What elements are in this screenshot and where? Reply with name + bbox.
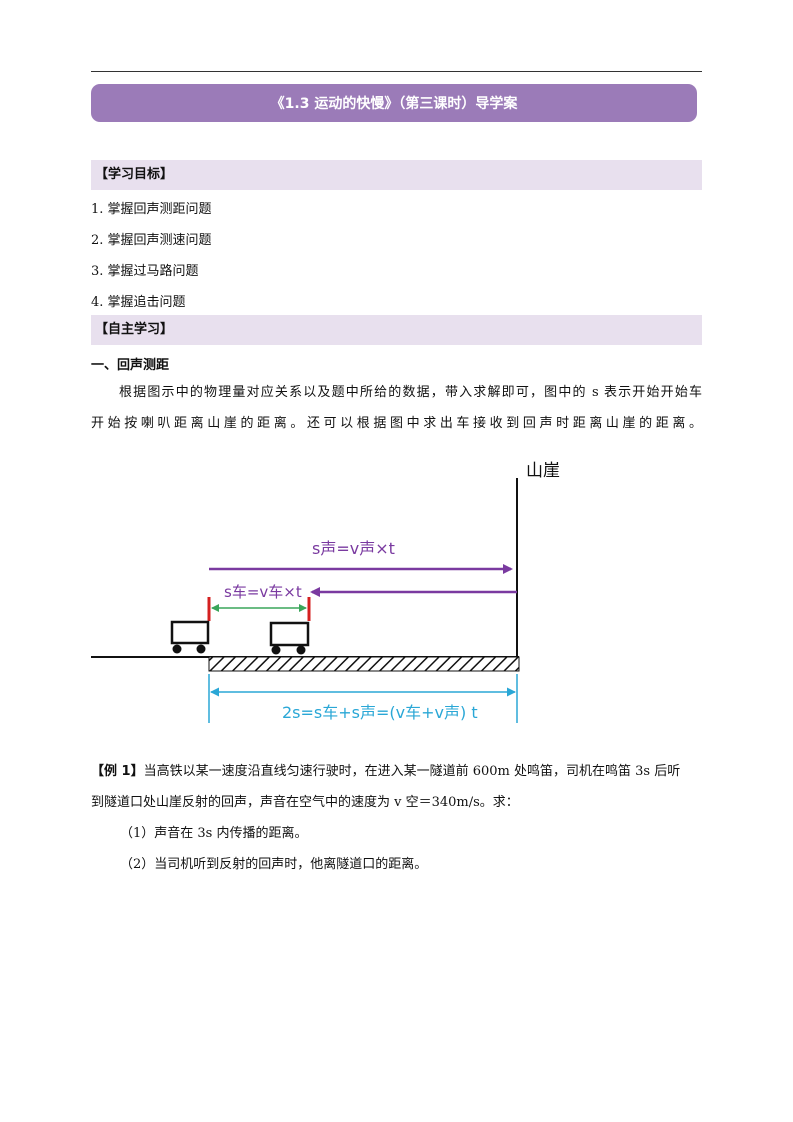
header-rule [91, 71, 702, 72]
objective-item: 4. 掌握追击问题 [91, 295, 186, 310]
question-1: （1）声音在 3s 内传播的距离。 [120, 826, 308, 841]
sub-heading: 一、回声测距 [91, 358, 170, 373]
example-line: 到隧道口处山崖反射的回声，声音在空气中的速度为 v 空＝340m/s。求： [91, 795, 519, 810]
question-2: （2）当司机听到反射的回声时，他离隧道口的距离。 [120, 857, 428, 872]
example-label: 【例 1】 [91, 764, 144, 779]
objective-item: 1. 掌握回声测距问题 [91, 202, 212, 217]
example-text: 当高铁以某一速度沿直线匀速行驶时，在进入某一隧道前 600m 处鸣笛，司机在鸣笛… [143, 764, 681, 779]
echo-distance-diagram: 山崖 s声=v声×t s车=v车×t 2s=s车+s声=(v车+v声) t [91, 461, 560, 723]
section-heading-objectives: 【学习目标】 [91, 160, 702, 190]
page-title: 《1.3 运动的快慢》（第三课时）导学案 [91, 84, 697, 122]
sound-distance-label: s声=v声×t [312, 539, 395, 558]
paragraph-line: 开始按喇叭距离山崖的距离。还可以根据图中求出车接收到回声时距离山崖的距离。 [91, 416, 702, 431]
paragraph-line: 根据图示中的物理量对应关系以及题中所给的数据，带入求解即可，图中的 s 表示开始… [119, 385, 702, 400]
car-start-position [170, 620, 210, 654]
objective-item: 2. 掌握回声测速问题 [91, 233, 212, 248]
section-heading-self-study: 【自主学习】 [91, 315, 702, 345]
car-end-position [269, 621, 310, 655]
total-distance-label: 2s=s车+s声=(v车+v声) t [282, 703, 478, 722]
example-line: 【例 1】当高铁以某一速度沿直线匀速行驶时，在进入某一隧道前 600m 处鸣笛，… [91, 760, 680, 779]
car-distance-label: s车=v车×t [224, 583, 302, 601]
objective-item: 3. 掌握过马路问题 [91, 264, 199, 279]
road-hatch [208, 656, 520, 672]
cliff-label: 山崖 [526, 461, 560, 481]
